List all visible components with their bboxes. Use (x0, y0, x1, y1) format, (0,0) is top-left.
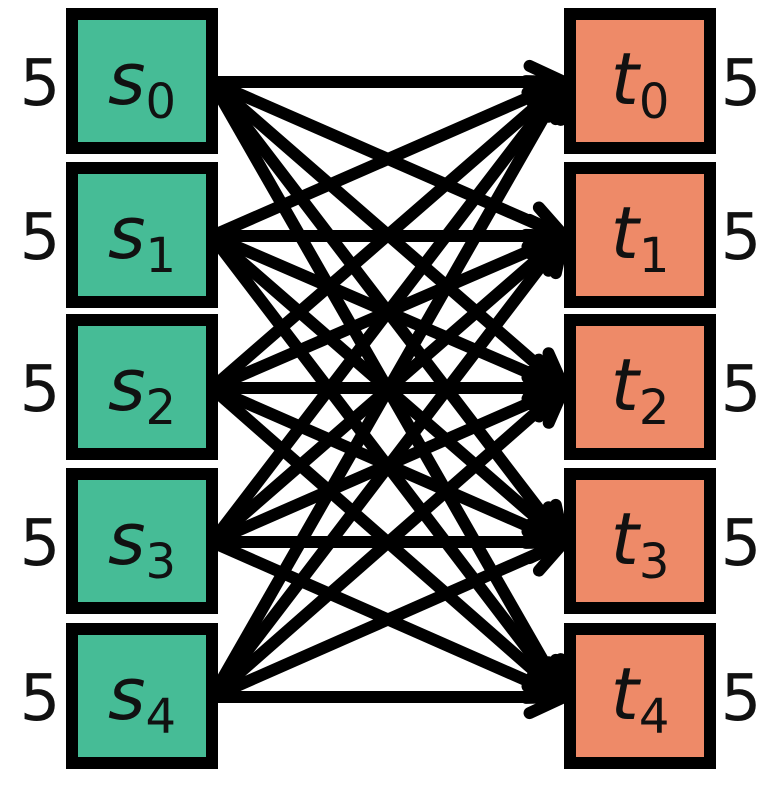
source-node-0: s0 (66, 8, 218, 154)
source-node-subscript: 3 (145, 534, 176, 590)
source-node-1: s1 (66, 162, 218, 308)
target-node-0: t0 (564, 8, 716, 154)
source-node-box (66, 314, 218, 460)
edge-s4-t4 (212, 674, 570, 720)
source-node-label: s0 (108, 37, 176, 130)
target-node-subscript: 0 (639, 74, 670, 130)
target-node-2: t2 (564, 314, 716, 460)
source-node-box (66, 162, 218, 308)
edge-line (207, 78, 569, 546)
edge-line (208, 77, 568, 393)
source-node-label: s3 (108, 497, 176, 590)
target-node-subscript: 2 (639, 380, 670, 436)
target-node-variable: t (611, 191, 642, 275)
source-node-variable: s (108, 343, 146, 427)
target-node-3: t3 (564, 468, 716, 614)
target-node-variable: t (611, 343, 642, 427)
source-node-label: s4 (108, 652, 176, 745)
source-node-variable: s (108, 497, 146, 581)
source-node-subscript: 2 (145, 380, 176, 436)
source-node-3: s3 (66, 468, 218, 614)
edge-line (209, 536, 567, 703)
target-node-label: t4 (611, 652, 670, 745)
source-node-box (66, 468, 218, 614)
target-node-label: t3 (611, 497, 670, 590)
edge-line (209, 76, 567, 242)
source-node-label: s1 (108, 191, 176, 284)
source-amount-0: 5 (20, 47, 61, 121)
target-amount-4: 5 (721, 662, 762, 736)
source-amount-1: 5 (20, 201, 61, 275)
source-node-box (66, 623, 218, 769)
labels-layer: 5 5 5 5 5 5 5 5 5 5 (20, 47, 762, 736)
target-node-label: t0 (611, 37, 670, 130)
source-node-subscript: 1 (145, 228, 176, 284)
edge-line (206, 79, 570, 700)
source-amount-4: 5 (20, 662, 61, 736)
source-node-box (66, 8, 218, 154)
source-amount-3: 5 (20, 507, 61, 581)
source-node-subscript: 4 (145, 689, 176, 745)
edge-s0-t0 (212, 59, 570, 105)
target-amount-0: 5 (721, 47, 762, 121)
source-node-variable: s (108, 37, 146, 121)
target-node-4: t4 (564, 623, 716, 769)
target-node-box (564, 314, 716, 460)
edge-line (207, 232, 569, 701)
edges-layer (206, 59, 570, 720)
source-amount-2: 5 (20, 353, 61, 427)
source-node-subscript: 0 (145, 74, 176, 130)
target-amount-2: 5 (721, 353, 762, 427)
source-node-variable: s (108, 191, 146, 275)
target-node-box (564, 162, 716, 308)
target-node-1: t1 (564, 162, 716, 308)
target-amount-1: 5 (721, 201, 762, 275)
edge-line (208, 383, 568, 702)
target-node-subscript: 3 (639, 534, 670, 590)
target-node-box (564, 468, 716, 614)
target-node-label: t1 (611, 191, 670, 284)
source-node-label: s2 (108, 343, 176, 436)
target-node-subscript: 1 (639, 228, 670, 284)
target-node-box (564, 8, 716, 154)
source-node-variable: s (108, 652, 146, 736)
target-node-label: t2 (611, 343, 670, 436)
target-node-variable: t (611, 652, 642, 736)
target-node-variable: t (611, 37, 642, 121)
target-amount-3: 5 (721, 507, 762, 581)
source-node-2: s2 (66, 314, 218, 460)
target-node-subscript: 4 (639, 689, 670, 745)
target-node-box (564, 623, 716, 769)
target-node-variable: t (611, 497, 642, 581)
source-node-4: s4 (66, 623, 218, 769)
